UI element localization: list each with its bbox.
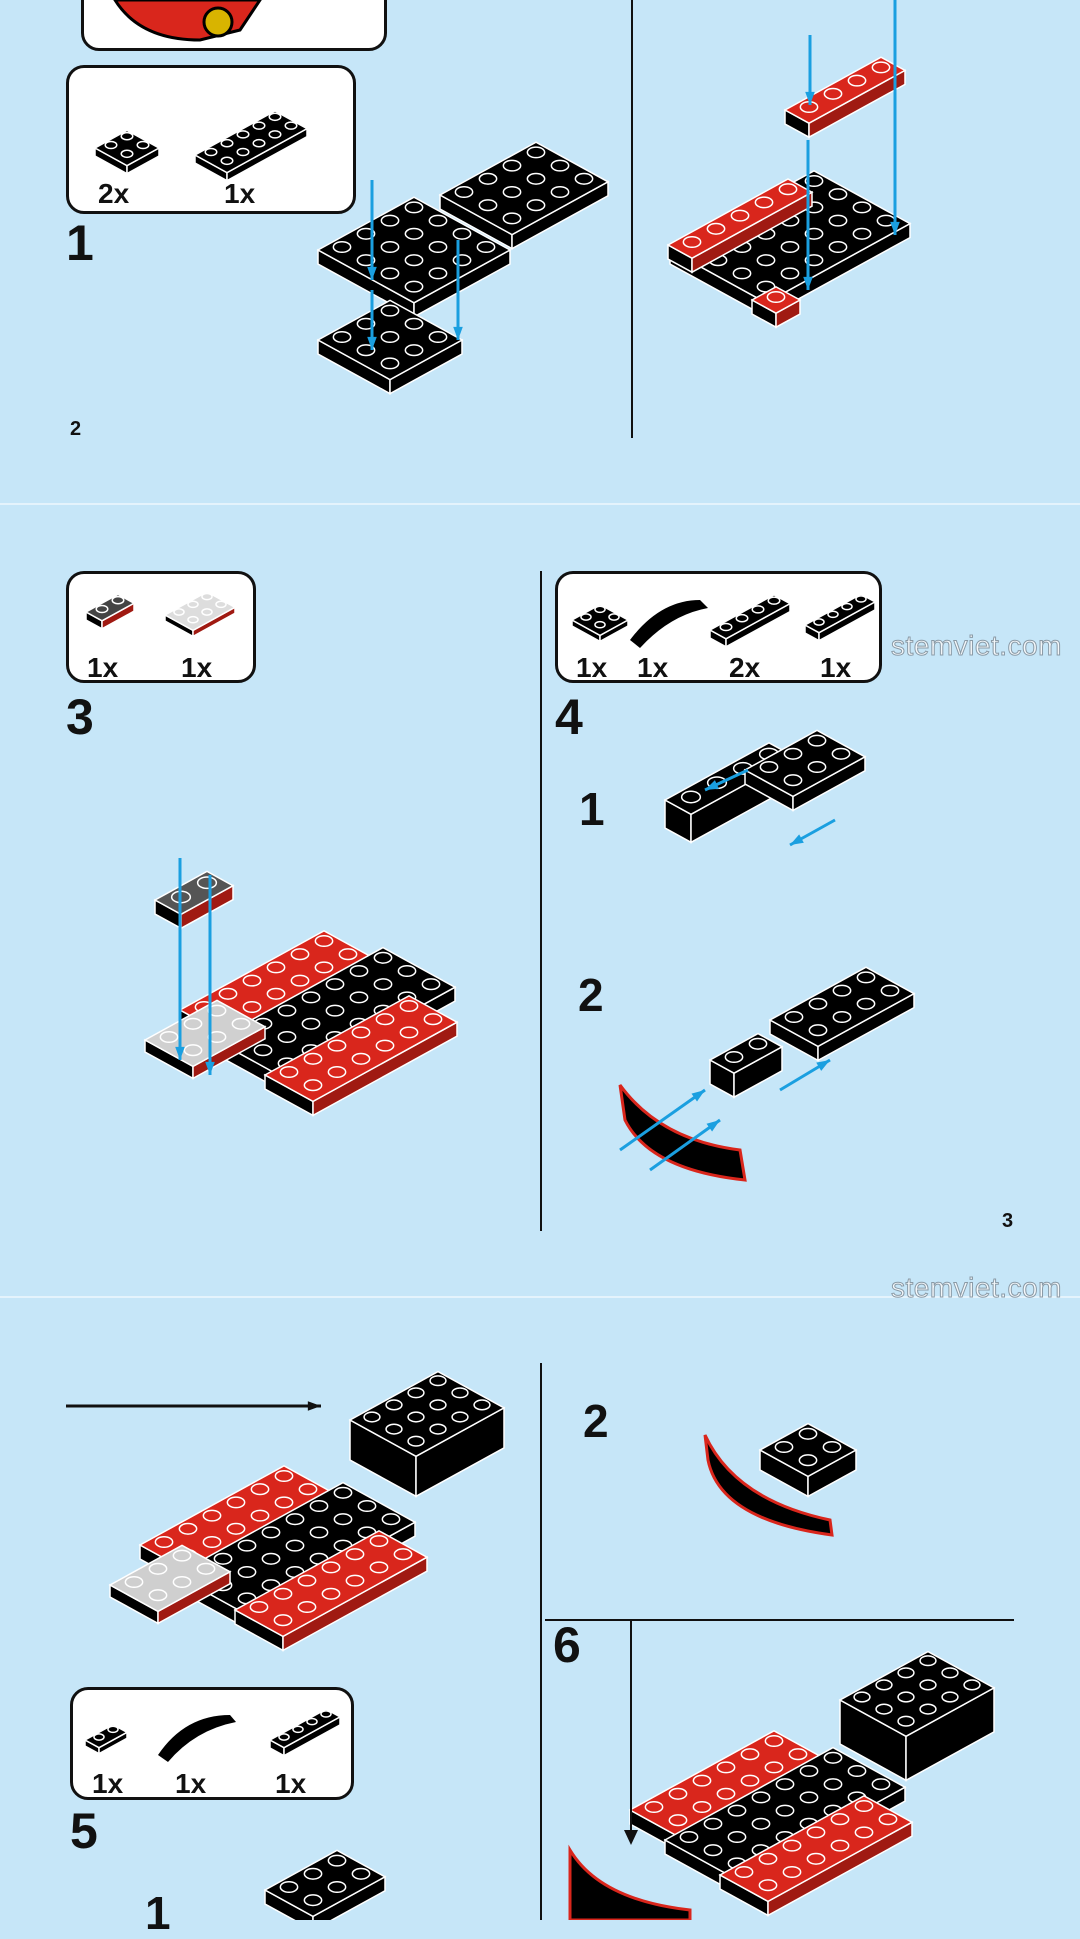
- brick: [803, 593, 877, 642]
- brick: [783, 56, 907, 139]
- column-divider: [540, 1363, 542, 1920]
- step-number: 6: [553, 1617, 581, 1673]
- brick: [263, 1849, 387, 1920]
- arrow-head: [367, 266, 377, 280]
- part-qty: 1x: [820, 652, 852, 683]
- part-qty: 2x: [729, 652, 761, 683]
- watermark: stemviet.com: [891, 630, 1062, 662]
- part-qty: 1x: [175, 1768, 207, 1799]
- step-number: 4: [555, 689, 583, 745]
- arrow-head: [453, 326, 463, 340]
- brick: [758, 1422, 858, 1498]
- arrow-head: [367, 336, 377, 350]
- step-divider: [545, 1619, 1014, 1621]
- curved-slope-part: [630, 600, 708, 648]
- arrow-head: [705, 780, 719, 790]
- step-number: 5: [70, 1803, 98, 1859]
- brick: [743, 729, 867, 812]
- part-qty: 1x: [576, 652, 608, 683]
- step-number: 1: [66, 215, 94, 271]
- part-qty: 1x: [637, 652, 669, 683]
- arrow-head: [205, 1061, 215, 1075]
- brick: [84, 593, 136, 631]
- part-qty: 1x: [87, 652, 119, 683]
- column-divider: [540, 571, 542, 1231]
- brick: [316, 299, 464, 395]
- brick: [570, 603, 630, 643]
- brick: [83, 1723, 129, 1755]
- brick: [708, 1032, 784, 1099]
- brick: [233, 1529, 429, 1652]
- arrow-head: [691, 1090, 705, 1102]
- brick: [93, 129, 161, 175]
- page-separator: [0, 1296, 1080, 1298]
- brick: [163, 591, 237, 638]
- brick: [718, 1794, 914, 1917]
- arrow-head: [803, 276, 813, 290]
- car-preview: [113, 0, 262, 42]
- page-number: 2: [70, 418, 82, 440]
- assembly-arrow: [649, 1118, 721, 1172]
- part-qty: 2x: [98, 178, 130, 209]
- arrow-head: [307, 1401, 321, 1411]
- column-divider: [631, 0, 633, 438]
- wheel-icon: [202, 6, 234, 38]
- arrow-head: [816, 1060, 830, 1071]
- brick: [268, 1708, 342, 1757]
- part-qty: 1x: [92, 1768, 124, 1799]
- part-qty: 1x: [224, 178, 256, 209]
- brick: [263, 994, 459, 1117]
- curved-slope: [568, 1844, 692, 1920]
- brick: [768, 966, 916, 1062]
- arrow-head: [706, 1120, 720, 1132]
- substep-number: 2: [578, 969, 604, 1021]
- curved-slope: [703, 1434, 834, 1537]
- arrow-head: [890, 221, 900, 235]
- brick: [153, 870, 235, 930]
- substep-number: 2: [583, 1395, 609, 1447]
- brick: [316, 196, 512, 319]
- step-number: 3: [66, 689, 94, 745]
- brick: [108, 1544, 232, 1625]
- part-qty: 1x: [275, 1768, 307, 1799]
- page-number: 3: [1002, 1210, 1014, 1232]
- brick: [438, 141, 610, 250]
- brick: [193, 110, 309, 182]
- arrow-head: [175, 1046, 185, 1060]
- brick: [348, 1370, 506, 1498]
- substep-number: 1: [579, 783, 605, 835]
- arrow-head: [805, 91, 815, 105]
- brick: [666, 178, 814, 274]
- brick: [838, 1650, 996, 1782]
- arrow-head: [624, 1830, 638, 1845]
- page-separator: [0, 503, 1080, 505]
- brick: [708, 593, 792, 649]
- watermark: stemviet.com: [891, 1272, 1062, 1304]
- curved-slope: [618, 1084, 747, 1182]
- arrow-head: [790, 834, 804, 845]
- assembly-arrow: [619, 1088, 706, 1152]
- curved-slope-part: [158, 1715, 236, 1762]
- brick: [750, 285, 802, 329]
- part-qty: 1x: [181, 652, 213, 683]
